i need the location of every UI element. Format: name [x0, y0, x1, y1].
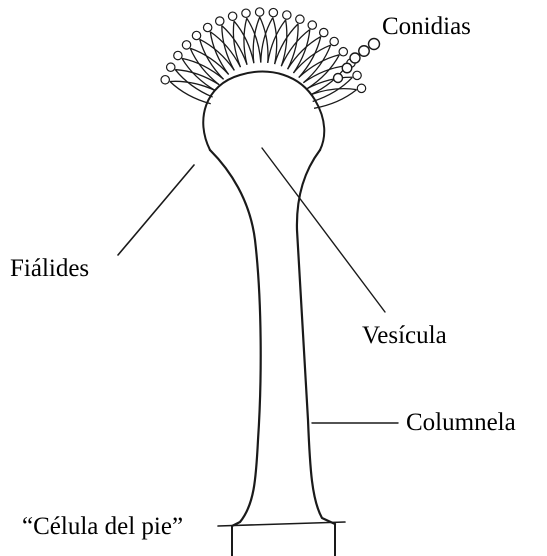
phialide-tip-conidium — [174, 51, 182, 59]
phialide-tip-conidium — [283, 11, 291, 19]
celula-del-pie-label: “Célula del pie” — [22, 514, 183, 539]
fialides-label: Fiálides — [10, 256, 89, 281]
conidium — [334, 74, 343, 83]
phialides-group — [161, 8, 366, 108]
phialide-tip-conidium — [357, 84, 365, 92]
phialide-tip-conidium — [353, 71, 361, 79]
conidias-label: Conidias — [382, 14, 471, 39]
stipe-right-wall — [297, 150, 335, 524]
stipe — [210, 150, 335, 526]
phialide-tip-conidium — [203, 23, 211, 31]
conidium — [369, 39, 380, 50]
conidium — [350, 53, 360, 63]
phialide-tip-conidium — [320, 28, 328, 36]
phialide-tip-conidium — [182, 41, 190, 49]
conidium — [359, 46, 370, 57]
phialide-tip-conidium — [255, 8, 263, 16]
columnela-label: Columnela — [406, 410, 516, 435]
stipe-left-wall — [210, 150, 261, 526]
phialide-tip-conidium — [228, 12, 236, 20]
fialides-leader-line — [118, 165, 194, 255]
phialide-tip-conidium — [296, 15, 304, 23]
vesicula-leader-line — [262, 148, 385, 312]
foot-cell — [218, 522, 345, 556]
phialide-tip-conidium — [330, 37, 338, 45]
phialide-tip-conidium — [308, 21, 316, 29]
phialide-tip-conidium — [216, 17, 224, 25]
phialide-tip-conidium — [269, 8, 277, 16]
phialide-tip-conidium — [167, 63, 175, 71]
phialide-tip-conidium — [192, 31, 200, 39]
conidium — [342, 63, 352, 73]
phialide-tip-conidium — [339, 48, 347, 56]
vesicula-label: Vesícula — [362, 323, 447, 348]
phialide-tip-conidium — [161, 76, 169, 84]
vesicle — [203, 72, 324, 150]
phialide-tip-conidium — [242, 9, 250, 17]
